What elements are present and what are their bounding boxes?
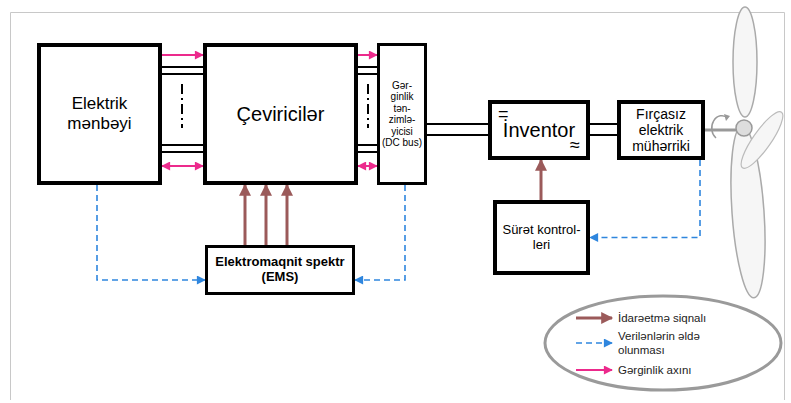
power-bus-line [162,73,203,75]
motor-shaft [705,129,740,132]
node-label: İnventor [503,119,575,142]
converter-box: Çeviricilər [203,43,358,185]
power-bus-line [162,144,203,146]
power-bus-line [358,66,377,68]
legend-sample [576,317,612,320]
propeller-blade [733,7,757,117]
page-frame [11,13,785,401]
legend-label: Verilənlərin əldə olunması [618,329,722,358]
node-label: Gər- ginlik tən- zimlə- yicisi (DC bus) [382,80,422,149]
power-bus-line [162,151,203,153]
rotation-arrow-head [724,114,730,121]
legend-sample [576,342,612,344]
power-bus-line [427,123,488,125]
motor-box: Fırçasız elektrik mühərriki [617,100,705,160]
data-acquisition-line [355,185,405,280]
voltage-flow-arrow [358,165,377,167]
node-label: Sürət kontrol- leri [499,223,584,253]
inverter-box: =İnventor≈ [488,100,590,160]
voltage-flow-arrow [162,165,203,167]
ems-box: Elektromaqnit spektr (EMS) [205,245,355,295]
propeller-hub [736,120,752,136]
node-label: Elektrik mənbəyi [43,94,156,133]
node-label: Fırçasız elektrik mühərriki [623,106,699,154]
bus-ellipsis [367,84,369,128]
legend-oval [545,296,781,390]
legend-sample [576,369,612,371]
bus-ellipsis [181,84,183,128]
voltage-flow-arrow [358,54,377,56]
control-signal-arrow [244,185,247,245]
speed-controller-box: Sürət kontrol- leri [493,200,590,275]
legend-label: İdarəetmə siqnalı [618,311,722,325]
control-signal-arrow [265,185,268,245]
power-bus-line [358,73,377,75]
power-bus-line [162,66,203,68]
propeller-illustration [705,7,789,299]
power-bus-line [427,134,488,136]
control-signal-arrow [540,160,543,200]
dc-bus-box: Gər- ginlik tən- zimlə- yicisi (DC bus) [377,43,427,185]
data-acquisition-line [97,185,205,280]
node-label: Çeviricilər [237,103,325,126]
power-bus-line [590,123,617,125]
power-bus-line [358,151,377,153]
data-acquisition-line [590,160,700,238]
control-signal-arrow [286,185,289,245]
power-bus-line [590,134,617,136]
legend-label: Gərginlik axını [618,363,722,377]
voltage-flow-arrow [162,54,203,56]
node-label: Elektromaqnit spektr (EMS) [210,255,350,285]
power-source-box: Elektrik mənbəyi [37,43,162,185]
propeller-blade [735,107,789,173]
power-bus-line [358,144,377,146]
current-symbol: ≈ [570,135,580,156]
